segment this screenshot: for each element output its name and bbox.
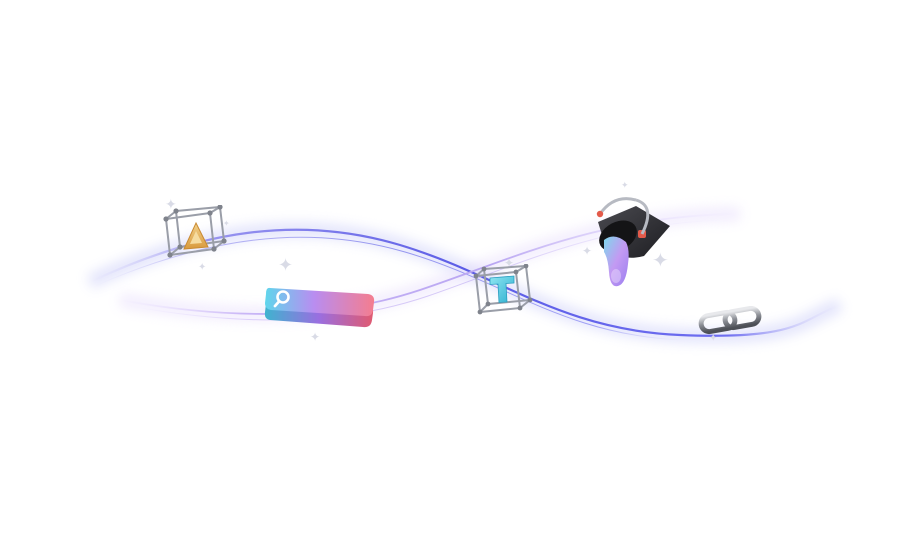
paint-bucket-icon (596, 197, 670, 287)
chain-link-icon (698, 306, 762, 335)
sparkle-icon: ✦ (223, 219, 230, 228)
triangle-in-cube-icon (163, 205, 227, 258)
sparkle-icon: ✦ (198, 262, 207, 273)
sparkle-icon: ✦ (709, 333, 718, 344)
text-in-cube-icon (473, 264, 533, 315)
sparkle-icon: ✦ (621, 180, 629, 190)
sparkle-icon: ✦ (278, 255, 294, 275)
sparkle-icon: ✦ (504, 256, 515, 270)
sparkle-icon: ✦ (582, 244, 593, 258)
magnifier-icon (273, 290, 290, 308)
sparkle-icon: ✦ (652, 250, 669, 272)
sparkle-icon: ✦ (310, 330, 321, 344)
sparkle-icon: ✦ (165, 196, 177, 212)
search-bar-icon (264, 287, 375, 328)
